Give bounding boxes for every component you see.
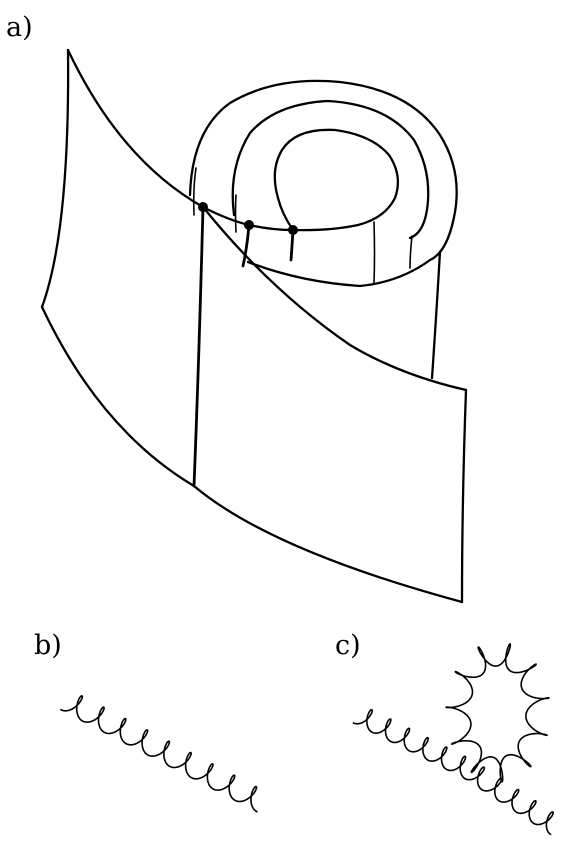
- roll-vertical-inner: [236, 195, 237, 232]
- roll-crossing-curve: [203, 130, 398, 230]
- coil-b-curve: [61, 696, 257, 812]
- coil-c: [354, 644, 554, 835]
- lower-sheet-bottom-edge: [194, 486, 462, 602]
- fold-line-outer: [194, 207, 203, 486]
- rolled-surface: [42, 50, 466, 602]
- crossing-dot-3: [288, 225, 298, 235]
- sheet-bottom-left-edge: [42, 307, 194, 486]
- roll-outer-layer: [190, 81, 457, 286]
- coil-c-lead-curve: [354, 710, 466, 779]
- sheet-left-edge: [42, 50, 68, 307]
- coil-c-tail-curve: [465, 767, 554, 834]
- roll-vertical-right: [410, 236, 412, 268]
- roll-vertical-far-right: [432, 252, 440, 378]
- coil-b: [61, 696, 257, 812]
- crossing-dot-2: [244, 220, 254, 230]
- lower-sheet-top-edge: [203, 207, 466, 390]
- roll-middle-layer: [233, 101, 429, 238]
- roll-vertical-middle: [374, 222, 375, 283]
- lower-sheet-right-edge: [462, 390, 466, 602]
- fold-line-middle: [243, 225, 249, 266]
- crossing-dot-1: [198, 202, 208, 212]
- sheet-top-edge: [68, 50, 203, 207]
- roll-vertical-left: [194, 168, 196, 215]
